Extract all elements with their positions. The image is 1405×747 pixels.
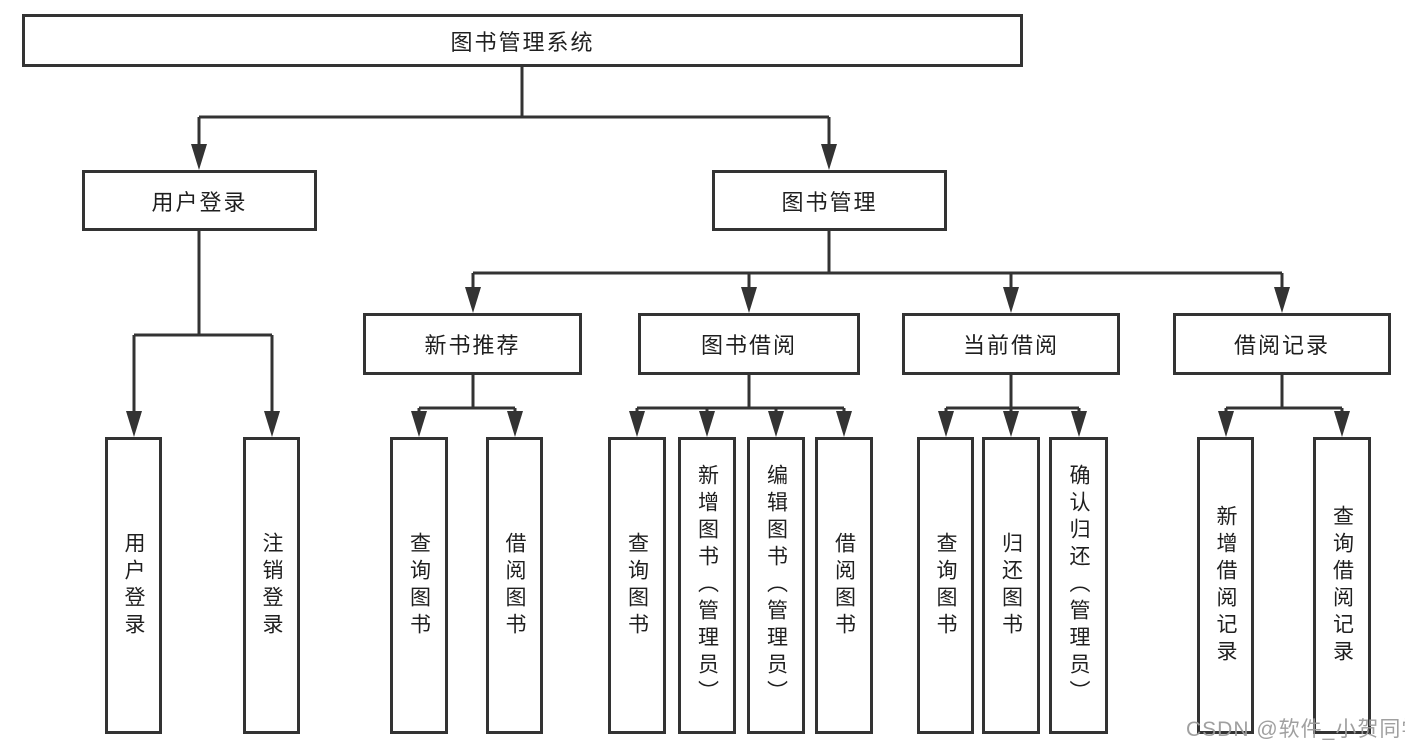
node-new-book-recommend-label: 新书推荐 — [424, 333, 521, 358]
node-book-management: 图书管理 — [712, 170, 947, 231]
leaf-add-borrow-record: 新增借阅记录 — [1197, 437, 1254, 734]
leaf-current-query-books-label: 查询图书 — [934, 531, 957, 640]
node-current-borrow: 当前借阅 — [902, 313, 1120, 375]
node-borrow-records-label: 借阅记录 — [1233, 333, 1330, 358]
csdn-watermark: CSDN @软件_小贺同学 — [1186, 718, 1405, 741]
leaf-return-books: 归还图书 — [982, 437, 1040, 734]
leaf-recommend-query-books: 查询图书 — [390, 437, 448, 734]
node-book-management-label: 图书管理 — [781, 189, 878, 215]
leaf-logout: 注销登录 — [243, 437, 300, 734]
leaf-add-borrow-record-label: 新增借阅记录 — [1214, 504, 1237, 667]
leaf-borrow-query-books: 查询图书 — [608, 437, 666, 734]
leaf-user-login-label: 用户登录 — [122, 531, 145, 640]
node-borrow-records: 借阅记录 — [1173, 313, 1391, 375]
node-book-borrow-label: 图书借阅 — [700, 333, 797, 358]
node-new-book-recommend: 新书推荐 — [363, 313, 582, 375]
leaf-borrow-query-books-label: 查询图书 — [625, 531, 649, 640]
leaf-query-borrow-record-label: 查询借阅记录 — [1330, 504, 1354, 667]
node-root-system: 图书管理系统 — [22, 14, 1023, 67]
leaf-borrow-books: 借阅图书 — [815, 437, 873, 734]
leaf-query-borrow-record: 查询借阅记录 — [1313, 437, 1371, 734]
leaf-confirm-return-admin-label: 确认归还（管理员） — [1067, 464, 1090, 707]
leaf-add-books-admin-label: 新增图书（管理员） — [695, 464, 719, 707]
leaf-add-books-admin: 新增图书（管理员） — [678, 437, 736, 734]
leaf-user-login: 用户登录 — [105, 437, 162, 734]
leaf-recommend-borrow-books-label: 借阅图书 — [503, 531, 526, 640]
leaf-edit-books-admin-label: 编辑图书（管理员） — [764, 464, 788, 707]
leaf-current-query-books: 查询图书 — [917, 437, 974, 734]
leaf-edit-books-admin: 编辑图书（管理员） — [747, 437, 805, 734]
node-root-label: 图书管理系统 — [450, 29, 595, 55]
node-book-borrow: 图书借阅 — [638, 313, 860, 375]
leaf-recommend-borrow-books: 借阅图书 — [486, 437, 543, 734]
leaf-recommend-query-books-label: 查询图书 — [407, 531, 431, 640]
node-user-login: 用户登录 — [82, 170, 317, 231]
leaf-logout-label: 注销登录 — [260, 531, 283, 640]
node-current-borrow-label: 当前借阅 — [962, 333, 1059, 358]
leaf-borrow-books-label: 借阅图书 — [832, 531, 856, 640]
node-user-login-label: 用户登录 — [151, 189, 248, 215]
leaf-return-books-label: 归还图书 — [999, 531, 1023, 640]
leaf-confirm-return-admin: 确认归还（管理员） — [1049, 437, 1108, 734]
